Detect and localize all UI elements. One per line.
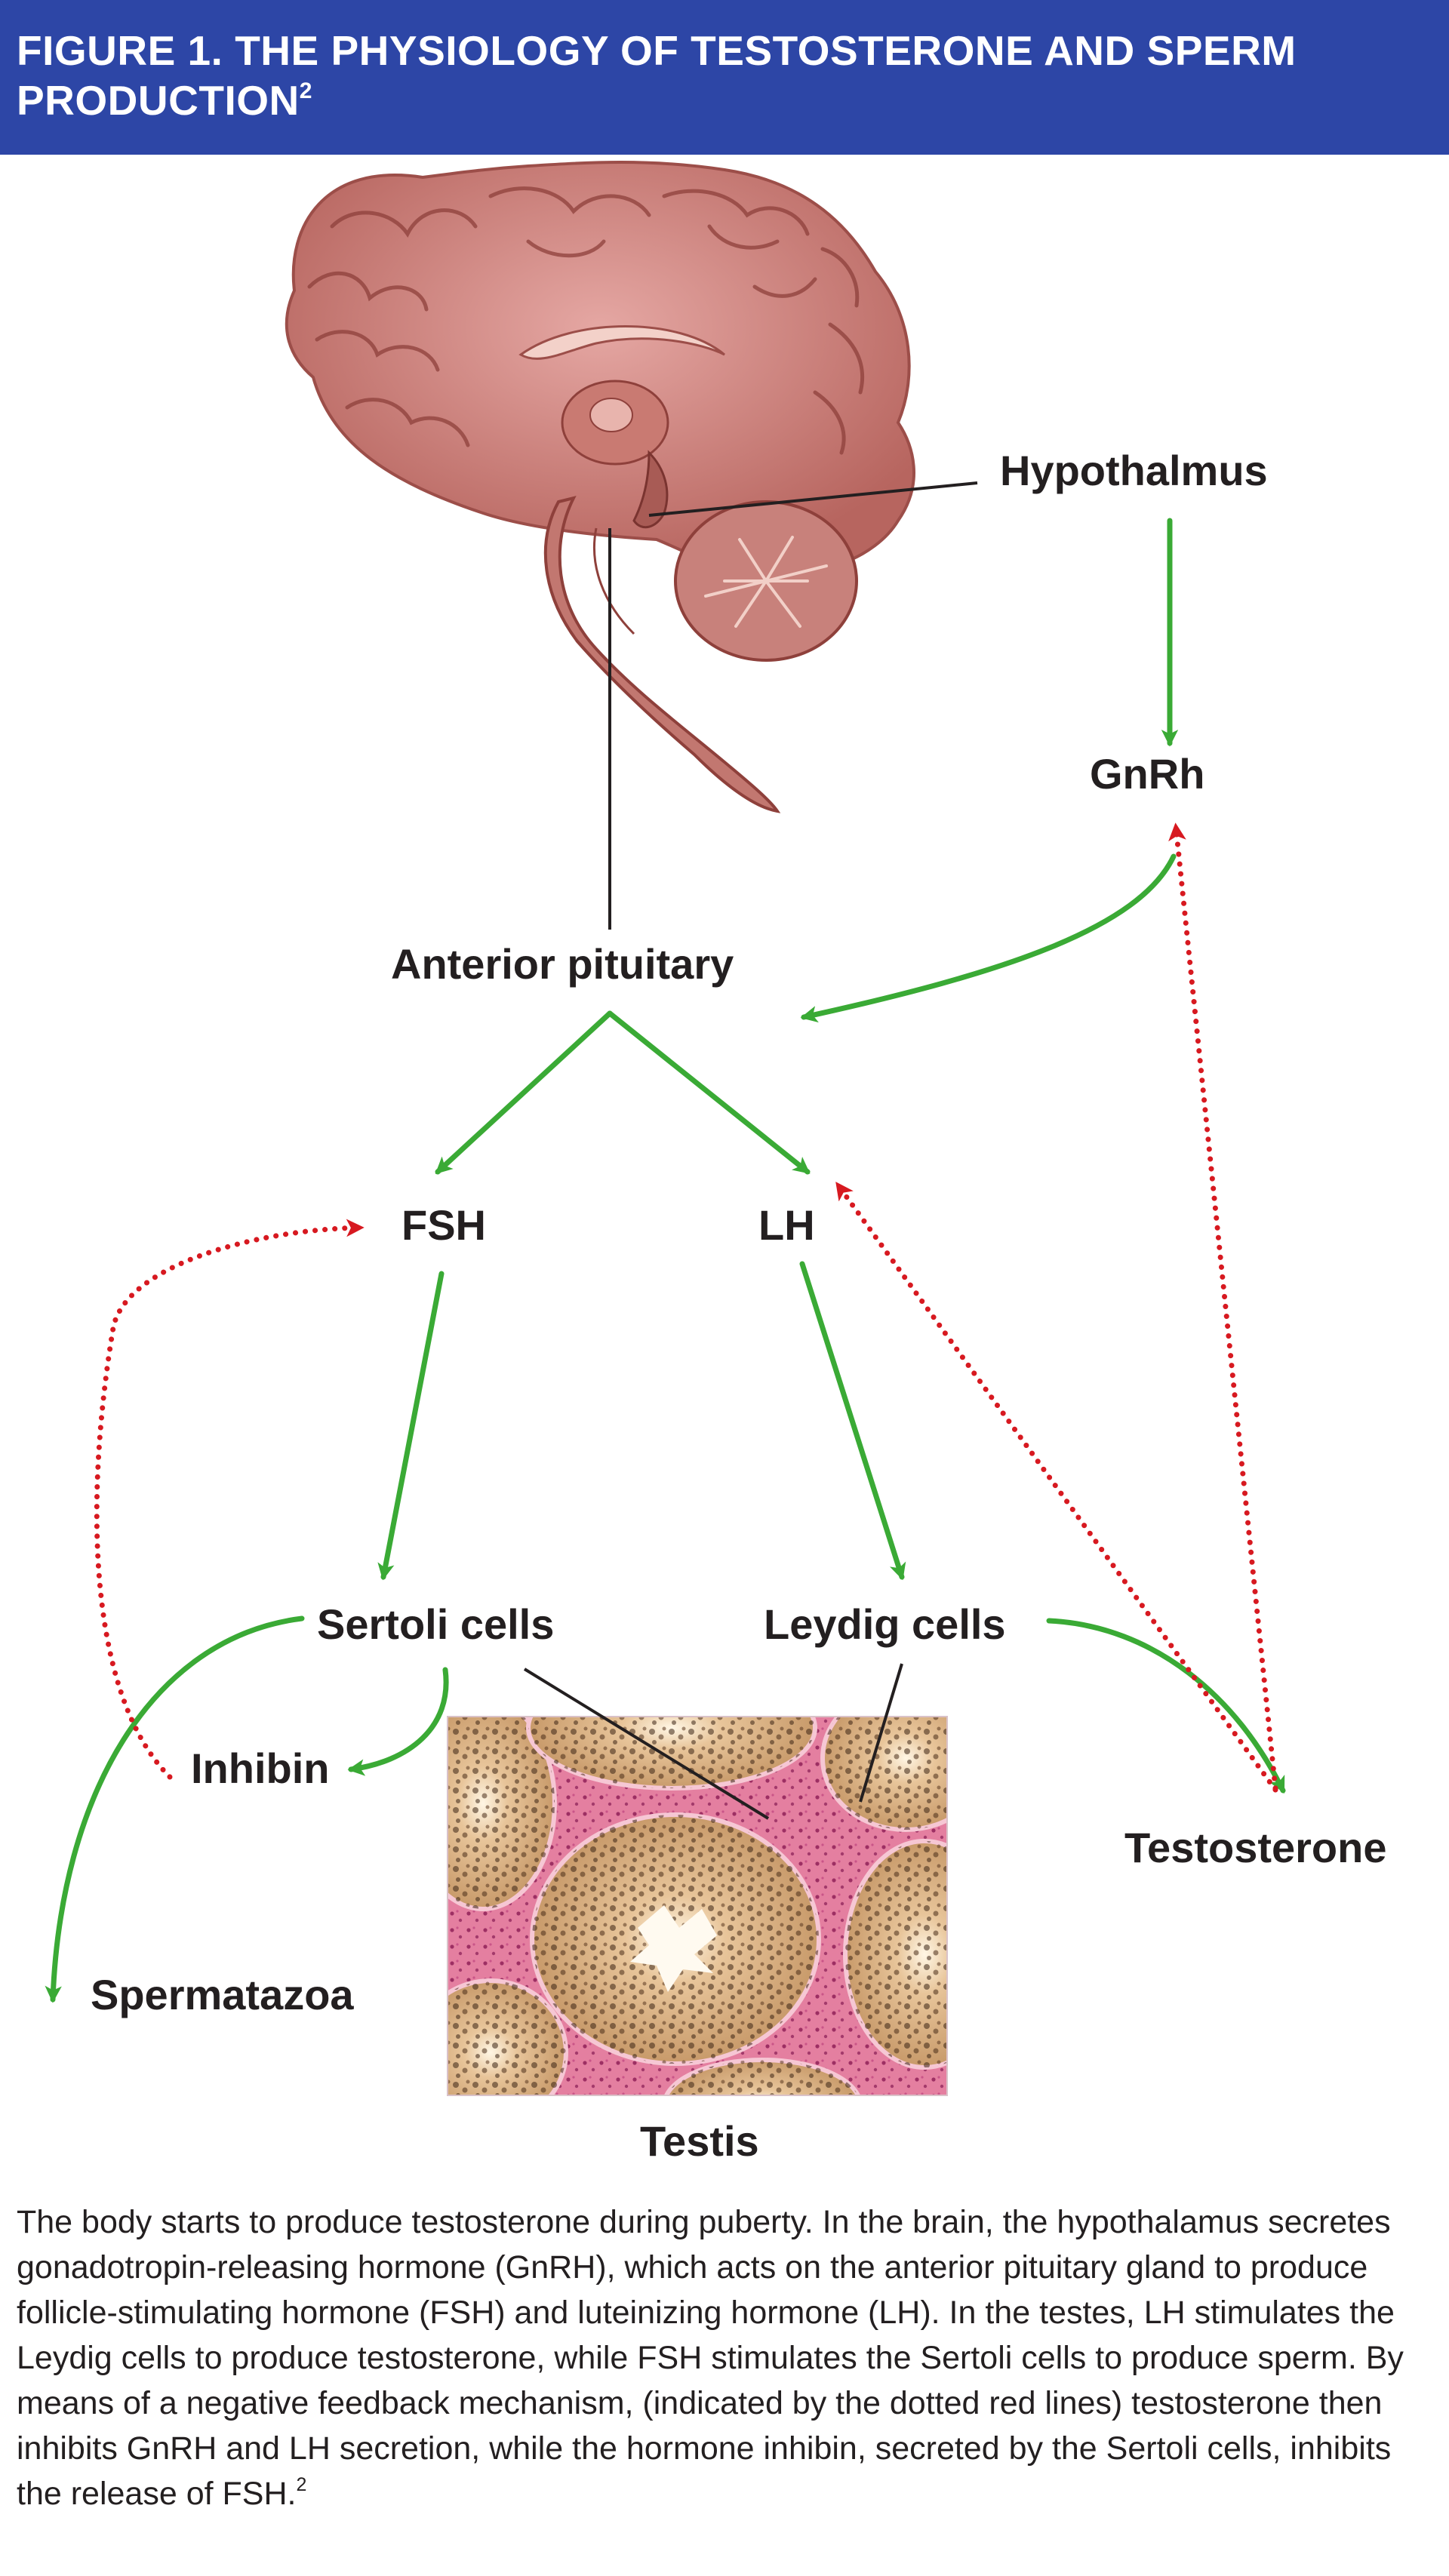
lh-to-leydig-arrow (799, 1261, 906, 1581)
leydig-to-testosterone-arrow (1046, 1618, 1286, 1794)
testosterone-inhibits-lh-arrow (835, 1182, 1278, 1793)
inhibin-inhibits-fsh-arrow (94, 1219, 365, 1780)
hypothalamus-pointer-line (648, 481, 978, 517)
gnrh-label: GnRh (1090, 750, 1204, 798)
gnrh-to-pituitary-arrow (800, 853, 1177, 1023)
inhibin-label: Inhibin (191, 1744, 330, 1792)
figure-caption-text: The body starts to produce testosterone … (17, 2204, 1404, 2512)
figure-title-reference: 2 (299, 78, 312, 103)
figure-caption-reference: 2 (296, 2474, 307, 2495)
sertoli-to-inhibin-arrow (347, 1667, 449, 1776)
anterior-pituitary-label: Anterior pituitary (391, 940, 734, 988)
cerebellum (674, 500, 858, 662)
hypothalamus-label: Hypothalmus (1000, 447, 1268, 494)
figure-header: FIGURE 1. THE PHYSIOLOGY OF TESTOSTERONE… (0, 0, 1449, 155)
figure-title: FIGURE 1. THE PHYSIOLOGY OF TESTOSTERONE… (17, 26, 1420, 125)
fsh-label: FSH (401, 1201, 486, 1249)
leydig-cells-label: Leydig cells (764, 1600, 1006, 1648)
sertoli-pointer-line (523, 1668, 770, 1820)
figure-caption: The body starts to produce testosterone … (17, 2199, 1435, 2516)
hormone-pathway-diagram: Hypothalmus GnRh Anterior pituitary FSH … (45, 161, 1386, 2165)
testis-label: Testis (640, 2117, 759, 2165)
testis-micrograph (448, 1717, 947, 2095)
testosterone-inhibits-gnrh-arrow (1168, 822, 1278, 1791)
leydig-pointer-line (859, 1663, 903, 1803)
fsh-to-sertoli-arrow (377, 1271, 445, 1581)
lh-label: LH (758, 1201, 815, 1249)
pituitary-to-fsh-arrow (435, 1010, 613, 1175)
brain-illustration (285, 161, 915, 813)
spermatazoa-label: Spermatazoa (91, 1971, 354, 2018)
sertoli-to-spermatazoa-arrow (45, 1615, 305, 2003)
testosterone-label: Testosterone (1124, 1824, 1386, 1871)
pituitary-to-lh-arrow (607, 1010, 811, 1175)
sertoli-cells-label: Sertoli cells (317, 1600, 554, 1648)
figure-title-text: FIGURE 1. THE PHYSIOLOGY OF TESTOSTERONE… (17, 27, 1297, 124)
